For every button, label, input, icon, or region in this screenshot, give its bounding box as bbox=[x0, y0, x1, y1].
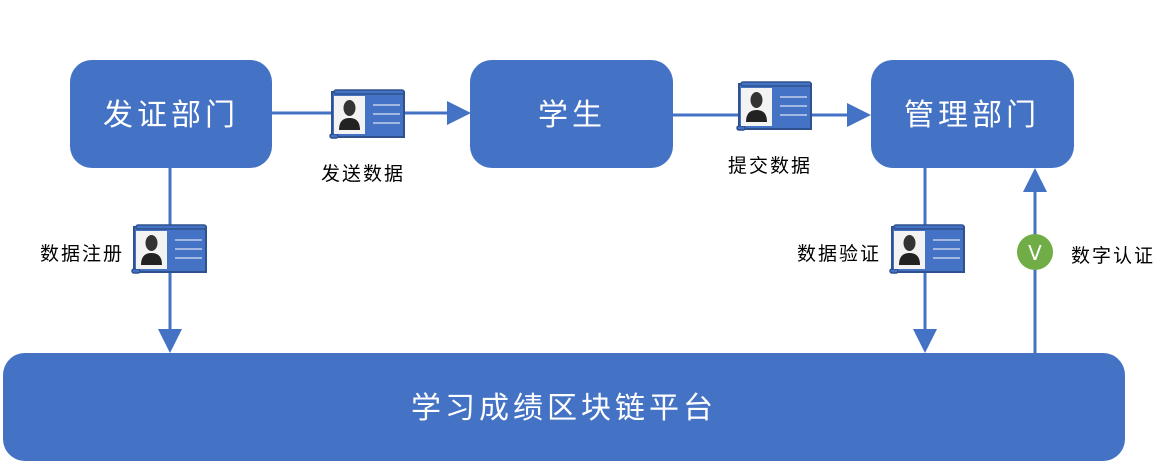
edge-label-register: 数据注册 bbox=[40, 243, 124, 265]
id-card-icon-verify bbox=[889, 224, 965, 274]
node-manager-label: 管理部门 bbox=[904, 98, 1040, 133]
id-card-icon-send bbox=[329, 89, 405, 139]
node-platform: 学习成绩区块链平台 bbox=[3, 353, 1125, 461]
edge-label-verify: 数据验证 bbox=[797, 243, 881, 265]
node-student: 学生 bbox=[470, 60, 673, 168]
edge-label-submit: 提交数据 bbox=[728, 155, 812, 177]
verified-badge-icon: V bbox=[1017, 234, 1053, 270]
node-manager: 管理部门 bbox=[871, 60, 1074, 168]
node-platform-label: 学习成绩区块链平台 bbox=[411, 391, 717, 426]
edge-label-send: 发送数据 bbox=[321, 163, 405, 185]
node-issuer: 发证部门 bbox=[70, 60, 272, 168]
node-issuer-label: 发证部门 bbox=[103, 98, 239, 133]
node-student-label: 学生 bbox=[538, 98, 606, 133]
badge-label: V bbox=[1028, 241, 1042, 265]
id-card-icon-submit bbox=[736, 81, 812, 131]
edge-label-certify: 数字认证 bbox=[1071, 245, 1155, 267]
id-card-icon-register bbox=[131, 224, 207, 274]
